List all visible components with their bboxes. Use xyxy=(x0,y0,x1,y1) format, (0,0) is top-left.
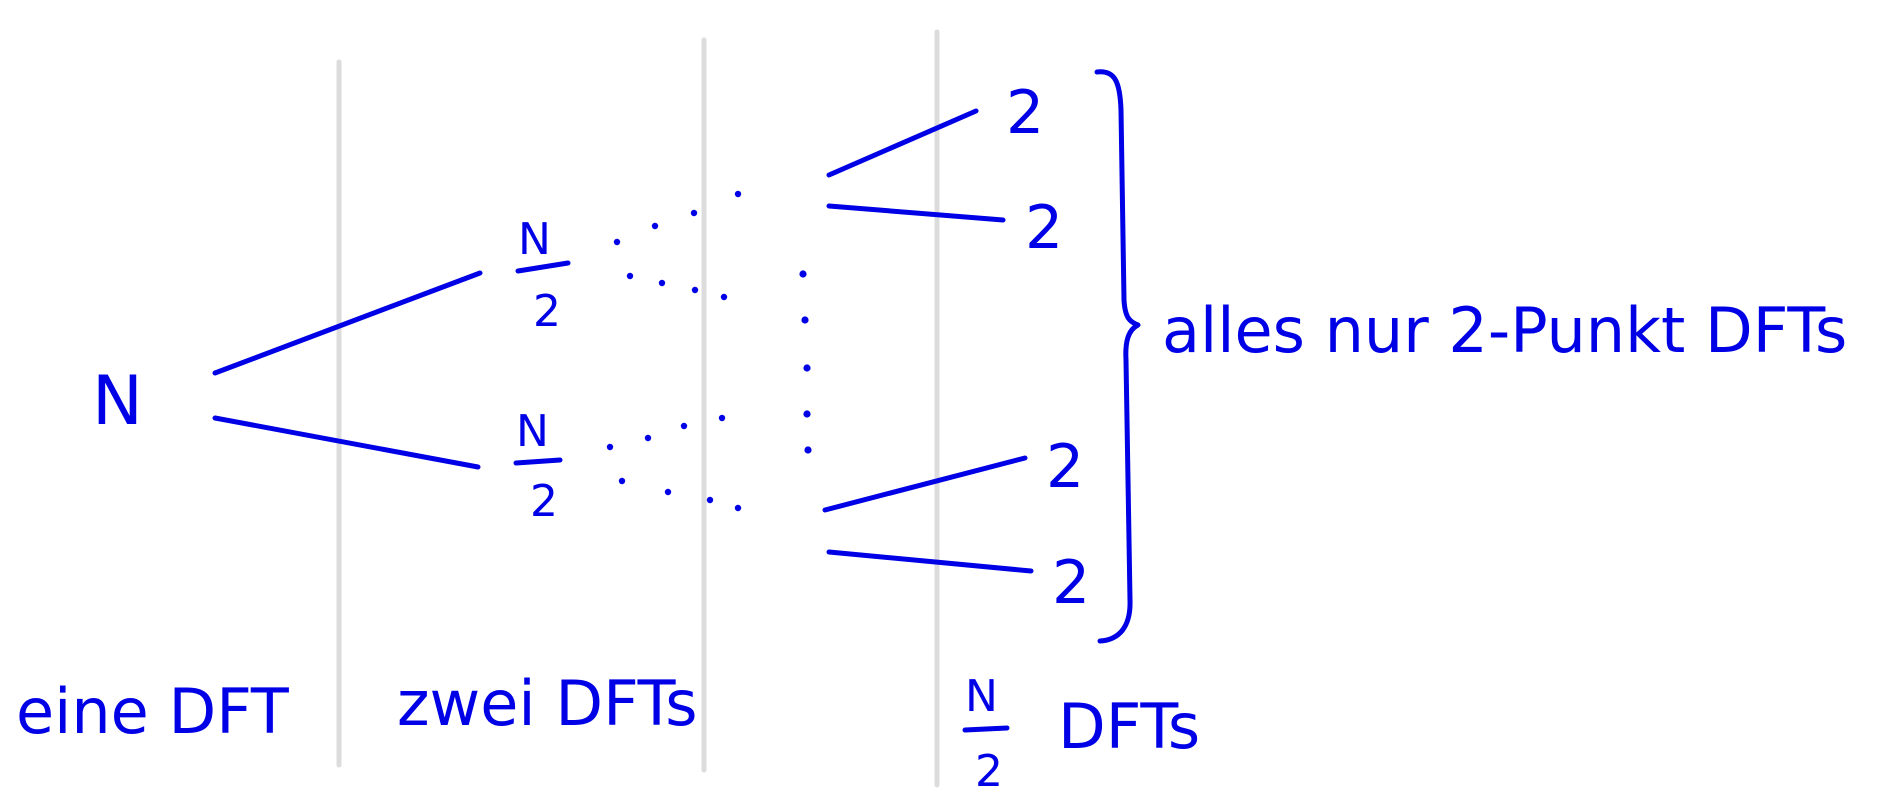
branch-leaf-1 xyxy=(826,108,979,178)
fraction-bottom-bar xyxy=(513,457,563,466)
curly-brace xyxy=(1094,69,1141,644)
fraction-bottom-denominator: 2 xyxy=(530,476,558,527)
branch-root-bottom xyxy=(212,415,481,470)
leaf-1-label: 2 xyxy=(1006,78,1044,148)
branch-leaf-3 xyxy=(822,455,1028,513)
fraction-top: N 2 xyxy=(515,214,571,337)
branch-leaf-4 xyxy=(826,549,1034,574)
column-label-n-half-dfts: N 2 DFTs xyxy=(962,671,1200,797)
column-label-fraction-bar xyxy=(962,725,1010,733)
fraction-bottom-numerator: N xyxy=(516,406,549,457)
column-label-dfts-suffix: DFTs xyxy=(1058,690,1200,763)
column-label-eine-dft: eine DFT xyxy=(16,675,290,748)
fraction-top-bar xyxy=(515,260,571,274)
column-label-fraction-denominator: 2 xyxy=(975,746,1003,797)
leaf-2-label: 2 xyxy=(1025,193,1063,263)
fraction-top-numerator: N xyxy=(518,214,551,265)
dotted-continuation-top xyxy=(613,190,742,301)
column-label-fraction-numerator: N xyxy=(965,671,998,722)
leaf-3-label: 2 xyxy=(1046,432,1084,502)
bracket-label: alles nur 2-Punkt DFTs xyxy=(1162,294,1847,367)
vertical-ellipsis xyxy=(799,270,812,454)
branch-root-top xyxy=(212,270,483,376)
fraction-bottom: N 2 xyxy=(513,406,563,527)
root-node-label: N xyxy=(92,362,143,441)
branch-leaf-2 xyxy=(826,203,1006,223)
column-label-zwei-dfts: zwei DFTs xyxy=(397,667,698,740)
dotted-continuation-bottom xyxy=(606,414,742,512)
leaf-4-label: 2 xyxy=(1052,548,1090,618)
fraction-top-denominator: 2 xyxy=(533,286,561,337)
